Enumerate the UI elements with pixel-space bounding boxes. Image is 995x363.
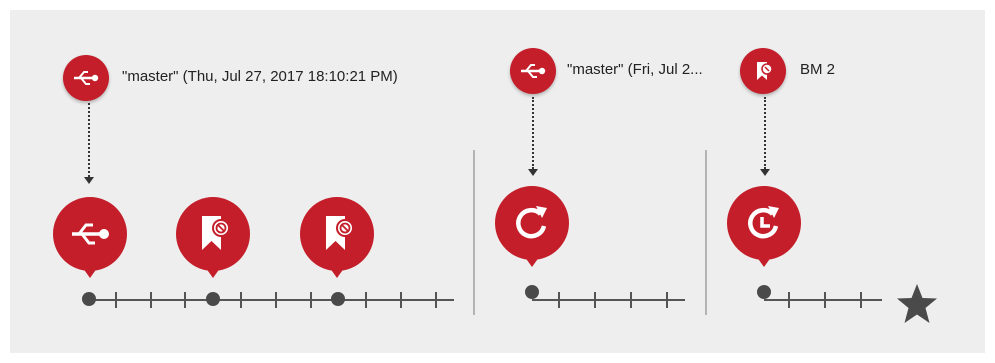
bookmark-blocked-pin-2[interactable] [297,196,377,296]
timeline-track-2 [532,299,685,301]
timeline-track-1 [88,299,454,301]
timeline-tick [240,292,242,308]
connector-arrow [760,169,770,176]
branch-marker-small[interactable] [63,55,109,101]
star-icon[interactable] [894,282,940,326]
usb-branch-icon [74,71,99,85]
timeline-tick [824,292,826,308]
bookmark-blocked-pin-1[interactable] [173,196,253,296]
timeline-knob[interactable] [82,292,96,306]
timeline-tick [400,292,402,308]
usb-branch-icon [521,64,546,78]
refresh-icon [516,206,547,239]
timeline-panel [10,10,985,353]
timeline-tick [630,292,632,308]
timeline-knob[interactable] [206,292,220,306]
branch-marker-small[interactable] [510,48,556,94]
timeline-tick [594,292,596,308]
bookmark-blocked-icon [757,62,773,80]
master-tooltip-label-truncated: "master" (Fri, Jul 2... [567,61,703,78]
history-clock-icon [748,206,779,239]
bookmark-blocked-icon [202,216,230,250]
section-divider [705,150,707,315]
master-tooltip-label: "master" (Thu, Jul 27, 2017 18:10:21 PM) [122,68,398,85]
timeline-track-3 [764,299,882,301]
connector-line [764,97,766,169]
timeline-knob[interactable] [525,285,539,299]
bookmark-marker-small[interactable] [740,48,786,94]
connector-arrow [528,169,538,176]
timeline-tick [435,292,437,308]
refresh-pin-marker[interactable] [492,185,572,285]
section-divider [473,150,475,315]
timeline-tick [150,292,152,308]
connector-arrow [84,177,94,184]
timeline-tick [184,292,186,308]
connector-line [532,97,534,169]
branch-pin-marker[interactable] [50,196,130,296]
timeline-knob[interactable] [331,292,345,306]
timeline-tick [860,292,862,308]
bookmark-blocked-icon [326,216,354,250]
connector-line [88,103,90,177]
timeline-tick [365,292,367,308]
timeline-tick [558,292,560,308]
timeline-tick [115,292,117,308]
bookmark-tooltip-label: BM 2 [800,61,836,78]
timeline-tick [666,292,668,308]
timeline-knob[interactable] [757,285,771,299]
history-pin-marker[interactable] [724,185,804,285]
timeline-tick [275,292,277,308]
usb-branch-icon [72,223,109,245]
timeline-tick [788,292,790,308]
timeline-tick [310,292,312,308]
